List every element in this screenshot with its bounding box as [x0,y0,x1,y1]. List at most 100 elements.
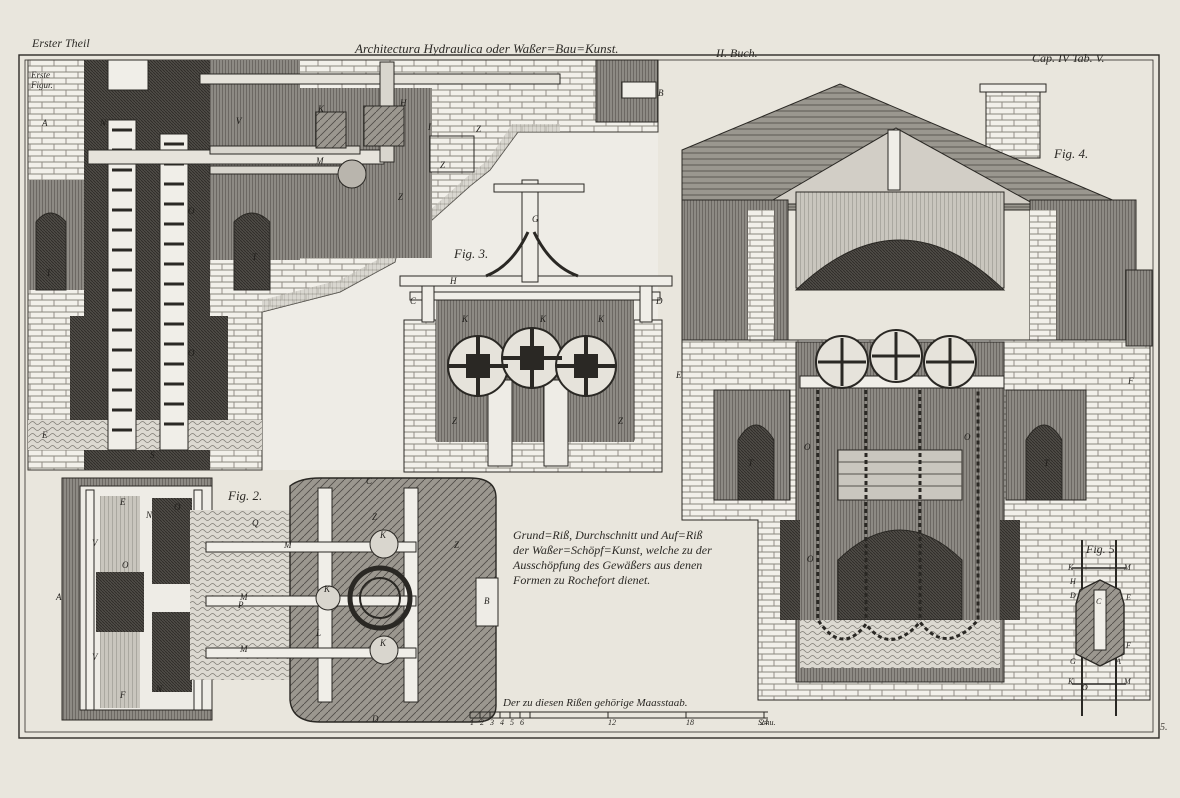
figure-letter-label: T [748,458,754,468]
figure-letter-label: N [155,684,163,694]
figure-letter-label: T [46,268,52,278]
figure-letter-label: V [92,652,99,662]
figure-letter-label: Z [398,192,404,202]
scale-tick-label: 2 [480,718,484,727]
page-number: 5. [1160,722,1168,733]
figure-letter-label: T [1044,458,1050,468]
figure-letter-label: L [315,628,321,638]
figure-letter-label: N [99,118,107,128]
figure-letter-label: F [1125,641,1131,650]
figure-letter-label: K [539,314,547,324]
figure-letter-label: E [119,497,126,507]
caption-line: Formen zu Rochefort dienet. [513,573,651,587]
figure-letter-label: A [1115,657,1121,666]
figure-letter-label: Q [252,518,259,528]
figure-letter-label: I [427,122,432,132]
scale-tick-label: 12 [608,718,616,727]
figure-3-label: Fig. 3. [454,246,489,261]
figure-4-label: Fig. 4. [1054,146,1089,161]
figure-3-drawing [399,179,673,473]
figure-letter-label: C [410,296,417,306]
figure-letter-label: K [323,584,331,594]
figure-letter-label: K [1067,563,1074,572]
scale-tick-label: 4 [500,718,504,727]
figure-letter-label: Z [372,512,378,522]
figure-5-label: Fig. 5. [1086,542,1118,556]
figure-letter-label: D [371,714,379,724]
figure-letter-label: O [807,554,814,564]
figure-letter-label: C [366,476,373,486]
figure-letter-label: K [379,638,387,648]
figure-letter-label: H [449,276,457,286]
figure-letter-label: E [41,430,48,440]
figure-letter-label: D [655,296,663,306]
figure-letter-label: O [1082,683,1088,692]
figure-letter-label: Z [476,124,482,134]
figure-letter-label: F [1127,376,1134,386]
header-part: Erster Theil [32,36,90,50]
figure-letter-label: A [41,118,48,128]
plate-caption: Grund=Riß, Durchschnitt und Auf=Riß der … [513,528,745,588]
scale-tick-label: 6 [520,718,524,727]
figure-letter-label: M [239,592,248,602]
figure-letter-label: Z [440,160,446,170]
figure-letter-label: K [317,104,325,114]
figure-2-drawing [61,477,499,723]
figure-2-label: Fig. 2. [228,488,263,503]
figure-letter-label: M [1123,563,1132,572]
figure-letter-label: H [399,98,407,108]
caption-line: Grund=Riß, Durchschnitt und Auf=Riß [513,528,703,542]
figure-letter-label: O [188,348,195,358]
caption-line: der Waßer=Schöpf=Kunst, welche zu der [513,543,712,557]
figure-letter-label: V [92,538,99,548]
scale-unit-label: Schu. [758,718,776,727]
figure-letter-label: E [1125,593,1131,602]
figure-letter-label: M [315,156,324,166]
figure-1-label: Erste Figur. [31,70,53,90]
scale-tick-label: 3 [489,718,494,727]
figure-letter-label: E [675,370,682,380]
figure-letter-label: B [658,88,664,98]
scale-tick-label: 18 [686,718,694,727]
figure-letter-label: O [122,560,129,570]
figure-letter-label: S [150,450,155,460]
figure-letter-label: K [597,314,605,324]
scale-tick-label: 24 [760,718,768,727]
scale-tick-label: 5 [510,718,514,727]
figure-letter-label: T [252,252,258,262]
header-book: II. Buch. [716,46,758,60]
figure-letter-label: G [532,214,539,224]
figure-letter-label: D [1069,591,1076,600]
figure-letter-label: O [174,502,181,512]
figure-letter-label: Z [452,416,458,426]
figure-4-drawing [681,83,1153,701]
caption-line: Ausschöpfung des Gewäßers aus denen [513,558,703,572]
figure-letter-label: Z [618,416,624,426]
figure-letter-label: B [484,596,490,606]
figure-letter-label: K [1067,677,1074,686]
figure-letter-label: C [1096,597,1102,606]
scale-tick-label: 1 [470,718,474,727]
figure-letter-label: K [379,530,387,540]
figure-letter-label: Z [454,540,460,550]
figure-letter-label: G [1070,657,1076,666]
figure-5-drawing [1072,540,1126,716]
scale-bar [469,711,768,719]
figure-letter-label: O [188,206,195,216]
figure-letter-label: M [1123,677,1132,686]
figure-letter-label: O [804,442,811,452]
scale-title: Der zu diesen Rißen gehörige Maasstaab. [503,697,688,709]
header-title: Architectura Hydraulica oder Waßer=Bau=K… [355,41,619,56]
figure-letter-label: F [119,690,126,700]
outer-border [18,54,1160,739]
figure-letter-label: M [283,540,292,550]
figure-letter-label: H [1069,577,1077,586]
figure-letter-label: A [55,592,62,602]
header-chapter: Cap. IV Tab. V. [1032,51,1105,65]
figure-letter-label: P [237,600,244,610]
figure-letter-label: K [461,314,469,324]
figure-letter-label: N [145,510,153,520]
